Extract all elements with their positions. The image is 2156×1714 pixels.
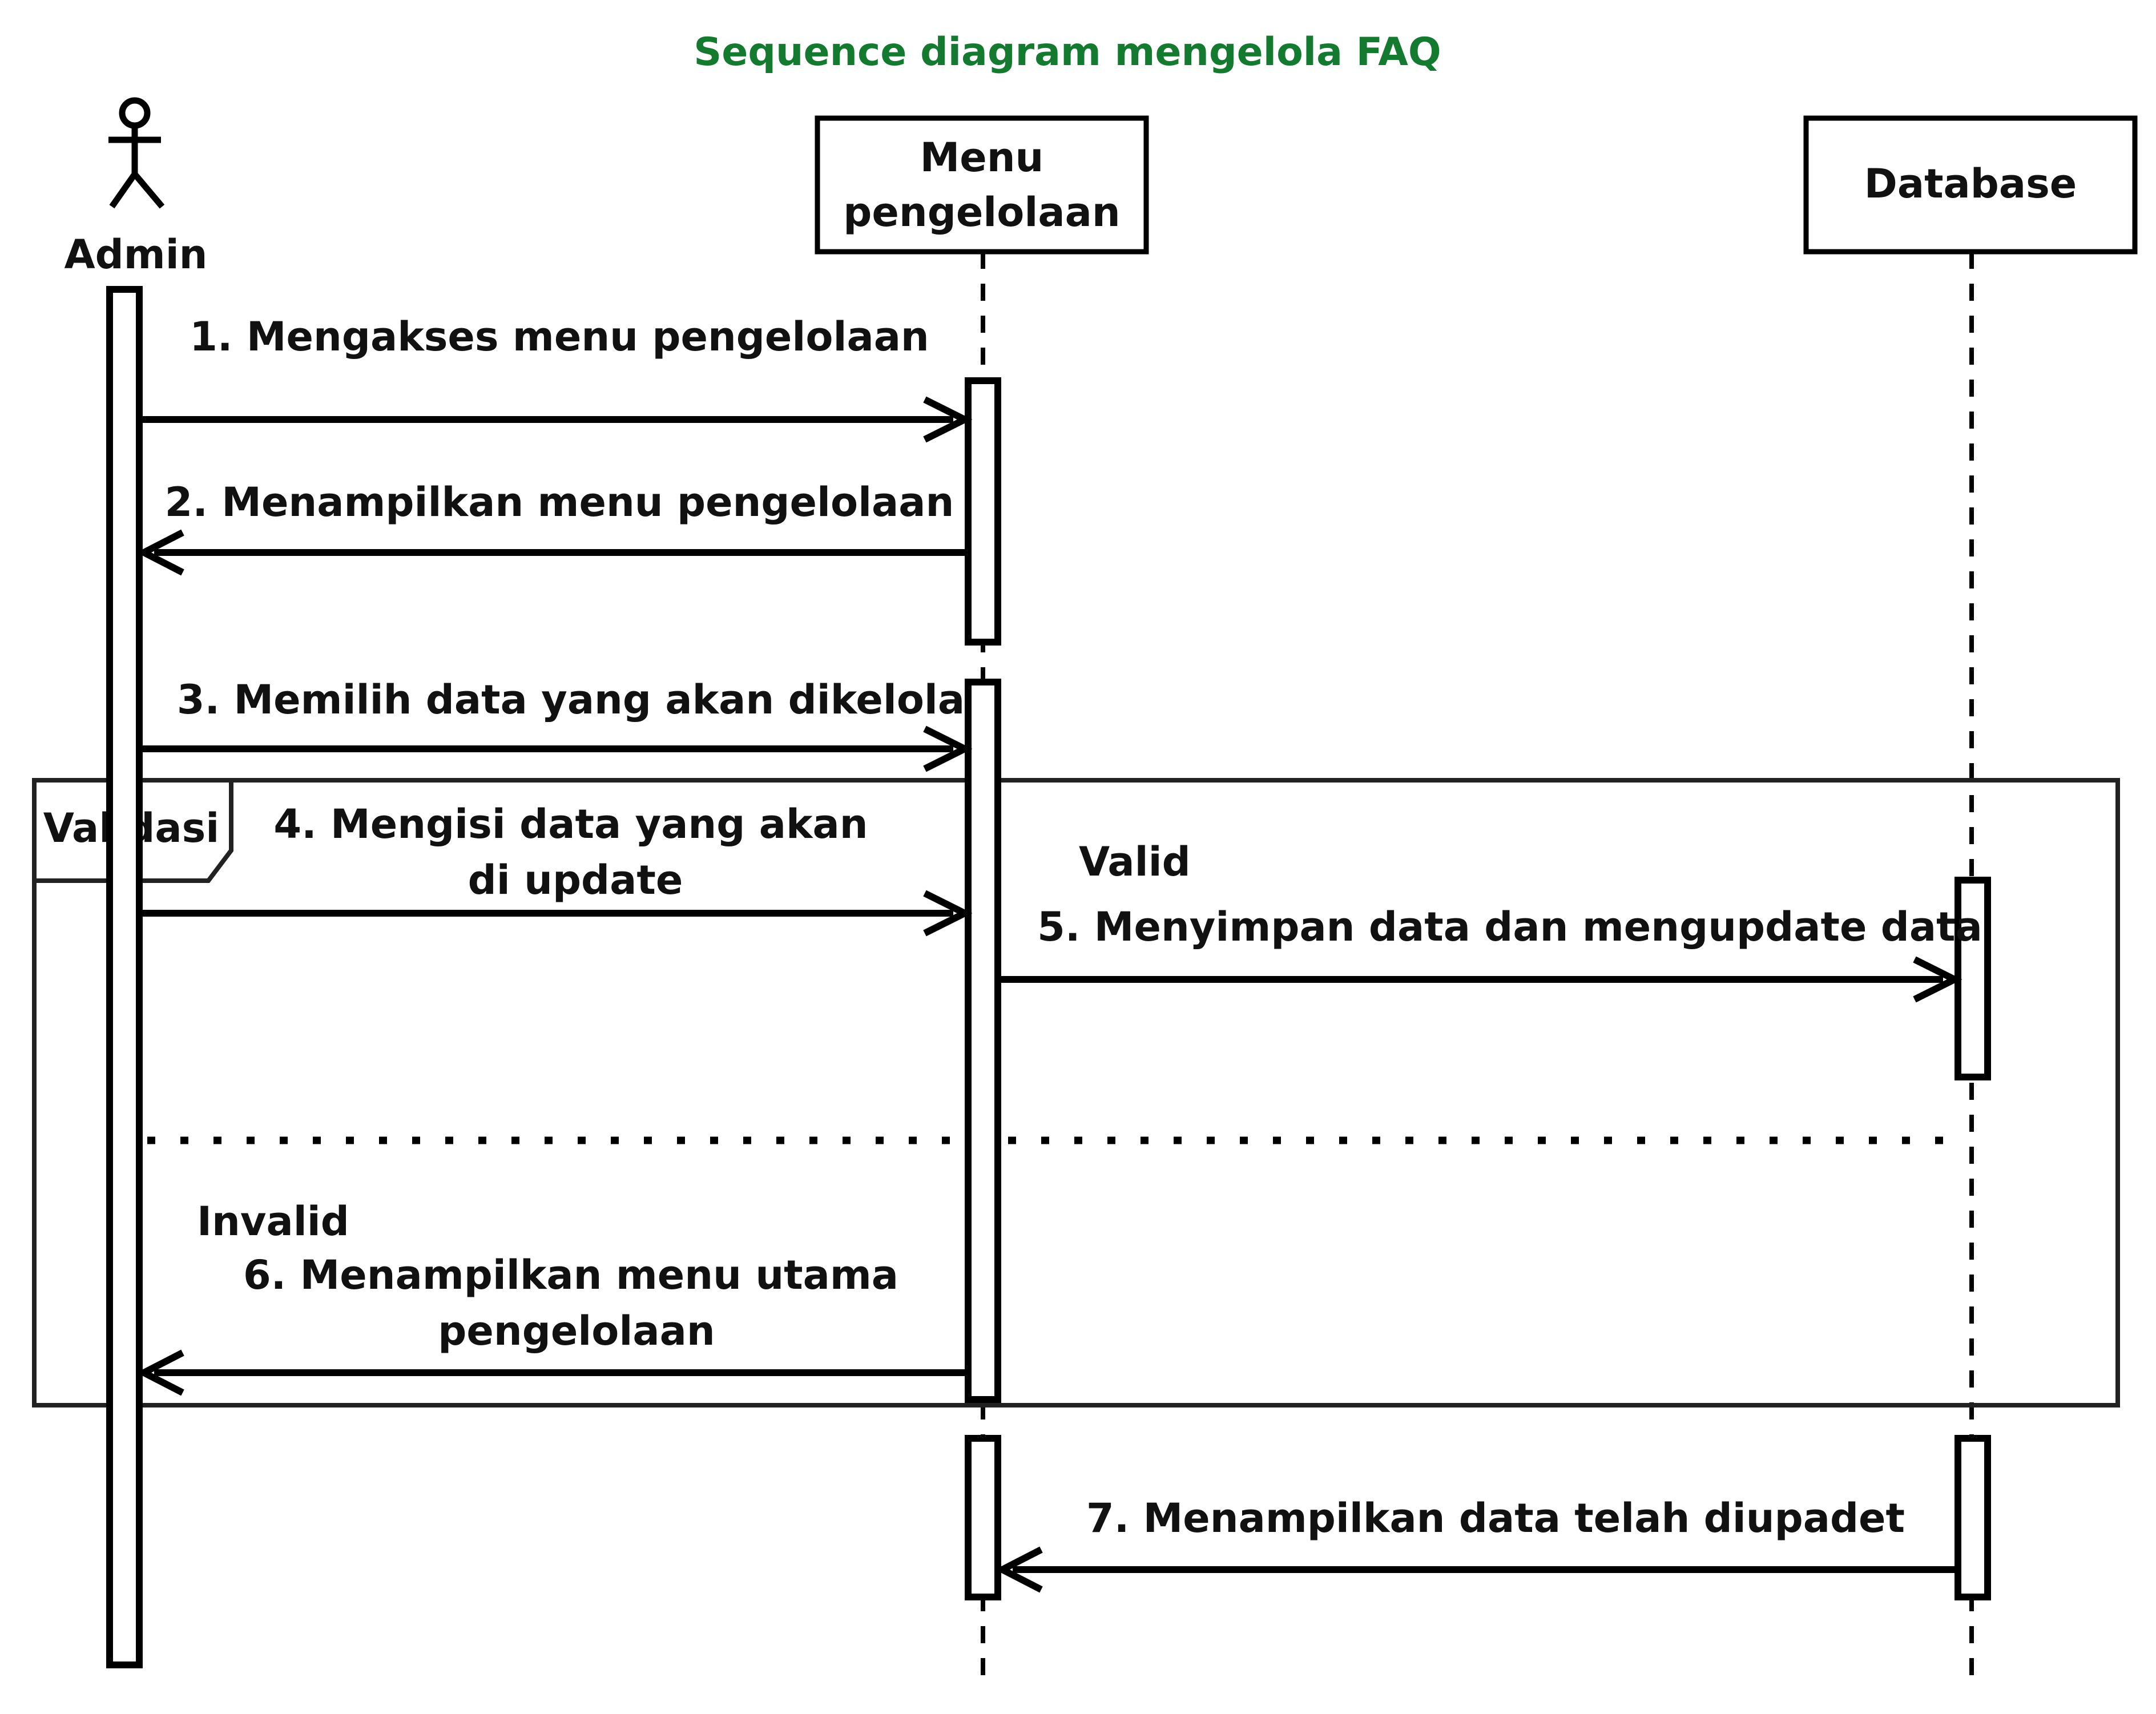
participant-box: [1803, 115, 2138, 255]
message-1: 1. Mengakses menu pengelolaan: [139, 313, 973, 443]
message-6: 6. Menampilkan menu utama pengelolaan: [136, 1252, 968, 1396]
arrowhead-icon: [1913, 956, 1962, 1003]
message-label-line-2: di update: [468, 857, 683, 904]
message-label: 2. Menampilkan menu pengelolaan: [165, 479, 954, 526]
activation-admin: [106, 286, 143, 1668]
participant-database: Database: [1803, 115, 2138, 255]
actor-stick-figure-icon: [108, 97, 165, 209]
diagram-title: Sequence diagram mengelola FAQ: [694, 30, 1441, 75]
message-3: 3. Memilih data yang akan dikelola: [139, 676, 973, 772]
arrowhead-icon: [136, 1349, 184, 1396]
activation-menu-2: [965, 679, 1001, 1403]
message-label-line-1: 4. Mengisi data yang akan: [273, 801, 868, 848]
message-label-line-1: 6. Menampilkan menu utama: [243, 1252, 898, 1298]
fragment-condition-valid: Valid: [1079, 838, 1191, 885]
participant-label: Database: [1864, 160, 2077, 207]
actor-label: Admin: [64, 231, 207, 278]
message-4: 4. Mengisi data yang akan di update: [139, 801, 973, 937]
activation-menu-3: [965, 1435, 1001, 1600]
message-label: 1. Mengakses menu pengelolaan: [190, 313, 929, 360]
message-label: 3. Memilih data yang akan dikelola: [177, 676, 965, 723]
participant-label-line-2: pengelolaan: [843, 189, 1120, 236]
message-label: 7. Menampilkan data telah diupadet: [1086, 1495, 1905, 1542]
participant-menu-pengelolaan: Menu pengelolaan: [815, 115, 1149, 255]
combined-fragment-validasi: Validasi Valid Invalid: [32, 778, 2120, 1408]
participant-label-line-1: Menu: [920, 134, 1044, 181]
arrowhead-icon: [994, 1546, 1043, 1593]
fragment-condition-invalid: Invalid: [197, 1198, 349, 1245]
message-7: 7. Menampilkan data telah diupadet: [994, 1495, 1958, 1593]
message-label-line-2: pengelolaan: [438, 1308, 715, 1354]
activation-database-2: [1954, 1435, 1991, 1600]
arrowhead-icon: [923, 396, 973, 443]
arrowhead-icon: [923, 890, 973, 937]
activation-menu-1: [965, 377, 1001, 646]
message-label: 5. Menyimpan data dan mengupdate data: [1037, 904, 1982, 950]
message-5: 5. Menyimpan data dan mengupdate data: [998, 904, 1982, 1003]
participant-box: [815, 115, 1149, 255]
message-2: 2. Menampilkan menu pengelolaan: [136, 479, 968, 576]
arrowhead-icon: [923, 725, 973, 772]
arrowhead-icon: [136, 529, 184, 576]
fragment-frame: [32, 778, 2120, 1408]
actor-admin: Admin: [64, 97, 208, 278]
